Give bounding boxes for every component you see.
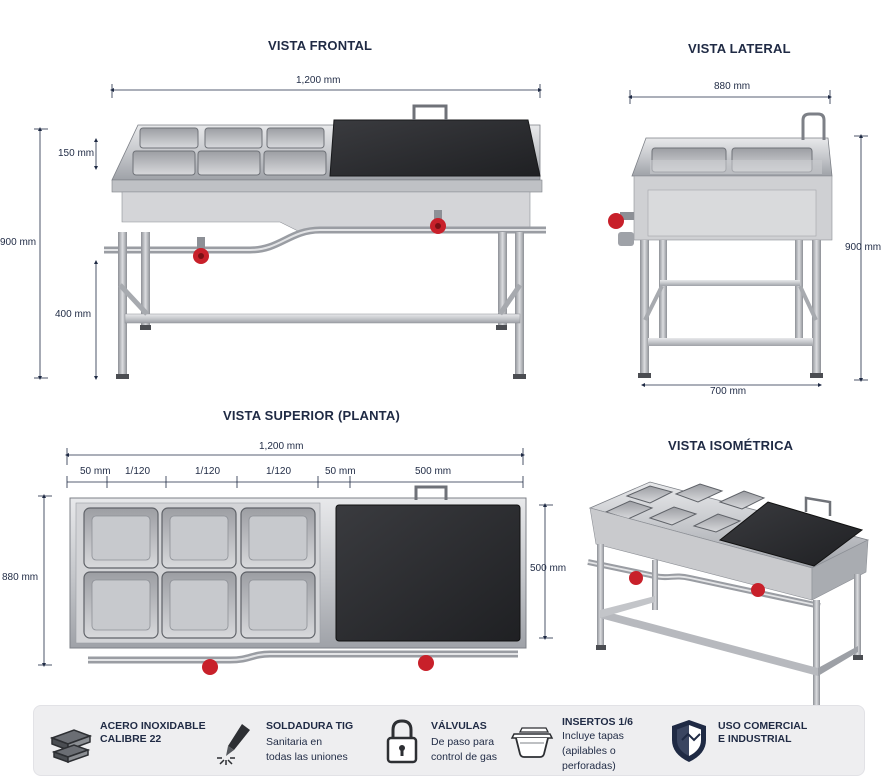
top-width-label: 1,200 mm [259, 441, 304, 452]
top-seg-120a-label: 1/120 [125, 466, 151, 477]
feature-valves: VÁLVULAS De paso para control de gas [379, 706, 497, 777]
feature-valves-title: VÁLVULAS [431, 720, 487, 732]
side-view-title: VISTA LATERAL [688, 41, 791, 56]
feature-inserts-desc-1: Incluye tapas [562, 730, 624, 742]
isometric-view-title: VISTA ISOMÉTRICA [668, 438, 794, 453]
feature-valves-desc-1: De paso para [431, 736, 495, 748]
feature-welding-desc-2: todas las uniones [266, 751, 348, 763]
features-bar: ACERO INOXIDABLE CALIBRE 22 SOLDADURA TI… [33, 705, 865, 776]
shield-icon [672, 720, 706, 762]
side-top-width-label: 880 mm [714, 81, 751, 92]
top-seg-500-label: 500 mm [415, 466, 452, 477]
feature-commercial: USO COMERCIAL E INDUSTRIAL [666, 706, 807, 777]
feature-welding-title: SOLDADURA TIG [266, 720, 354, 732]
welding-torch-icon [217, 724, 250, 765]
top-seg-120c-label: 1/120 [266, 466, 292, 477]
front-pan-depth-label: 150 mm [58, 148, 95, 159]
top-seg-120b-label: 1/120 [195, 466, 221, 477]
feature-welding-desc-1: Sanitaria en [266, 736, 323, 748]
feature-inserts-desc-3: perforadas) [562, 760, 616, 772]
feature-steel: ACERO INOXIDABLE CALIBRE 22 [48, 706, 206, 777]
feature-valves-desc-2: control de gas [431, 751, 497, 763]
feature-steel-title-1: ACERO INOXIDABLE [100, 720, 206, 732]
top-seg-50a-label: 50 mm [80, 466, 111, 477]
gas-valve-right [430, 210, 446, 234]
front-shelf-height-label: 400 mm [55, 309, 92, 320]
side-view-drawing [608, 90, 868, 387]
front-view-title: VISTA FRONTAL [268, 38, 373, 53]
front-height-label: 900 mm [0, 237, 37, 248]
top-seg-50b-label: 50 mm [325, 466, 356, 477]
feature-commercial-title-1: USO COMERCIAL [718, 720, 808, 732]
front-view-drawing [34, 84, 546, 380]
front-width-label: 1,200 mm [296, 75, 341, 86]
gas-valve-left [193, 237, 209, 264]
top-griddle-depth-label: 500 mm [530, 563, 567, 574]
feature-inserts-desc-2: (apilables o [562, 745, 616, 757]
feature-welding: SOLDADURA TIG Sanitaria en todas las uni… [214, 706, 353, 777]
side-base-width-label: 700 mm [710, 386, 747, 397]
feature-commercial-title-2: E INDUSTRIAL [718, 733, 792, 745]
top-depth-label: 880 mm [2, 572, 39, 583]
side-height-label: 900 mm [845, 242, 882, 253]
padlock-icon [386, 719, 418, 764]
feature-steel-title-2: CALIBRE 22 [100, 733, 162, 745]
feature-inserts: INSERTOS 1/6 Incluye tapas (apilables o … [510, 702, 633, 773]
top-view-title: VISTA SUPERIOR (PLANTA) [223, 408, 400, 423]
isometric-view-drawing [587, 481, 870, 715]
insert-pan-icon [510, 727, 554, 758]
top-view-drawing [38, 448, 553, 675]
feature-inserts-title: INSERTOS 1/6 [562, 716, 633, 728]
steel-plates-icon [49, 729, 93, 764]
